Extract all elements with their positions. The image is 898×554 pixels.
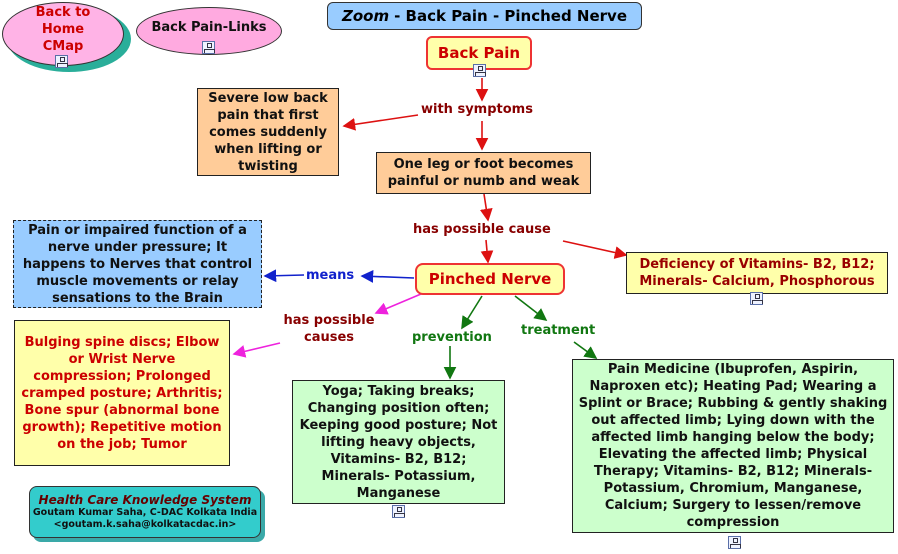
severe-pain-node: Severe low back pain that first comes su… <box>197 88 339 176</box>
footer-system-name: Health Care Knowledge System <box>38 493 252 507</box>
has-possible-cause-label: has possible cause <box>413 222 551 237</box>
title-zoom: Zoom <box>341 6 390 25</box>
pinched-nerve-node: Pinched Nerve <box>415 263 565 295</box>
back-pain-image-icon[interactable] <box>473 64 486 77</box>
causes-label: Bulging spine discs; Elbow or Wrist Nerv… <box>21 334 223 452</box>
severe-pain-label: Severe low back pain that first comes su… <box>208 90 328 174</box>
back-pain-links-label: Back Pain-Links <box>151 19 267 35</box>
deficiency-link-icon[interactable] <box>750 292 763 305</box>
treatment-link-label: treatment <box>521 323 596 338</box>
footer-email[interactable]: <goutam.k.saha@kolkatacdac.in> <box>53 519 237 530</box>
deficiency-label: Deficiency of Vitamins- B2, B12; Mineral… <box>639 257 875 289</box>
means-label: means <box>306 268 355 283</box>
back-pain-node: Back Pain <box>426 36 532 70</box>
has-possible-causes-label: has possible causes <box>283 313 375 345</box>
treatment-link-icon[interactable] <box>728 536 741 549</box>
page-title: Zoom - Back Pain - Pinched Nerve <box>327 2 642 30</box>
pinched-nerve-label: Pinched Nerve <box>428 269 552 288</box>
footer-box: Health Care Knowledge System Goutam Kuma… <box>29 486 261 538</box>
meaning-label: Pain or impaired function of a nerve und… <box>22 222 253 306</box>
prevention-label: Yoga; Taking breaks; Changing position o… <box>299 383 498 501</box>
causes-node: Bulging spine discs; Elbow or Wrist Nerv… <box>14 320 230 466</box>
one-leg-label: One leg or foot becomes painful or numb … <box>387 157 580 189</box>
treatment-node: Pain Medicine (Ibuprofen, Aspirin, Napro… <box>572 359 894 533</box>
with-symptoms-label: with symptoms <box>421 102 533 117</box>
prevention-node: Yoga; Taking breaks; Changing position o… <box>292 380 505 504</box>
prevention-link-icon[interactable] <box>392 505 405 518</box>
one-leg-node: One leg or foot becomes painful or numb … <box>376 152 591 194</box>
back-to-home-label: Back to Home CMap <box>35 4 91 54</box>
back-pain-links-icon[interactable] <box>202 41 215 54</box>
footer-author: Goutam Kumar Saha, C-DAC Kolkata India <box>32 507 258 518</box>
deficiency-node: Deficiency of Vitamins- B2, B12; Mineral… <box>626 252 888 294</box>
prevention-link-label: prevention <box>412 330 492 345</box>
back-home-link-icon[interactable] <box>55 55 68 68</box>
treatment-label: Pain Medicine (Ibuprofen, Aspirin, Napro… <box>578 362 888 530</box>
title-rest: - Back Pain - Pinched Nerve <box>394 6 627 25</box>
back-pain-label: Back Pain <box>437 43 521 62</box>
meaning-node: Pain or impaired function of a nerve und… <box>13 220 262 308</box>
